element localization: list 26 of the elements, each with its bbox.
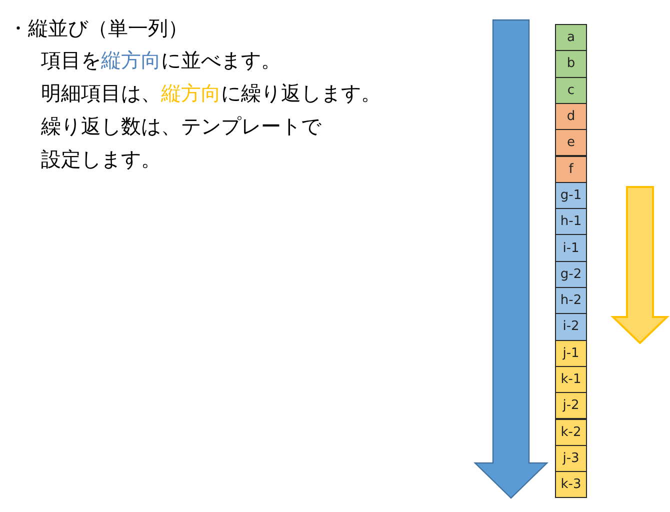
item-cell: f xyxy=(555,156,587,183)
description-text: に繰り返します。 xyxy=(221,81,381,105)
item-cell: g-1 xyxy=(555,182,587,210)
description-text: 繰り返し数は、テンプレートで設定します。 xyxy=(41,113,322,173)
description-text: 縦方向 xyxy=(161,81,221,105)
item-cell: i-2 xyxy=(555,313,587,341)
item-cell: i-1 xyxy=(555,234,587,262)
description-text: 明細項目は、 xyxy=(41,81,161,105)
item-cell: h-1 xyxy=(555,208,587,236)
item-cell: j-2 xyxy=(555,392,587,420)
description-text: ・縦並び（単一列） xyxy=(8,16,188,40)
item-cell: j-1 xyxy=(555,340,587,367)
item-cell: h-2 xyxy=(555,287,587,314)
description-text: 項目を xyxy=(41,48,101,72)
item-cell: c xyxy=(555,76,587,104)
item-cell: e xyxy=(555,129,587,156)
item-cell: b xyxy=(555,50,587,78)
item-cell: k-2 xyxy=(555,418,587,446)
item-cell: k-3 xyxy=(555,471,587,498)
item-cell: g-2 xyxy=(555,260,587,288)
item-cell: j-3 xyxy=(555,444,587,472)
item-cell: d xyxy=(555,102,587,130)
item-cell: a xyxy=(555,24,587,52)
description-text: 縦方向 xyxy=(101,48,161,72)
description-text: に並べます。 xyxy=(161,48,281,72)
item-cell: k-1 xyxy=(555,366,587,394)
